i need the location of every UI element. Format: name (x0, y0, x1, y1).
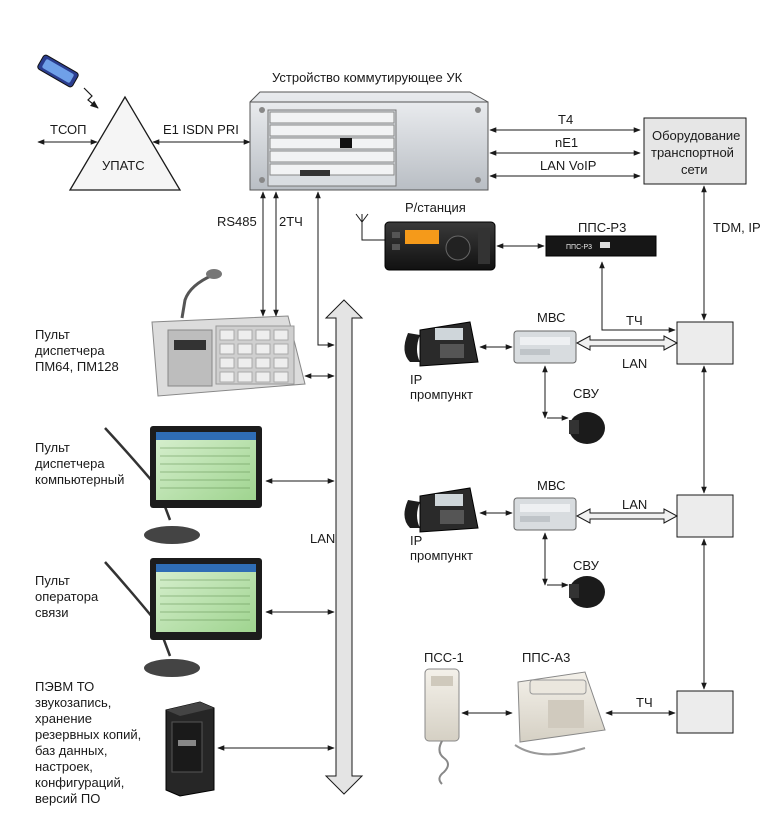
ip-phone-1-image (404, 321, 479, 367)
ip-phone-2-label-b: промпункт (410, 548, 473, 563)
pc-label-7: конфигураций, (35, 775, 124, 790)
mvs-1-image (513, 330, 577, 364)
pps-r3-device-image: ППС-Р3 (545, 235, 657, 257)
pss1-device-image (424, 668, 460, 785)
node-box-1 (676, 321, 734, 365)
transport-label-2: транспортной (651, 145, 734, 160)
transport-network-box (643, 117, 747, 185)
node-box-2 (676, 494, 734, 538)
lan2-link (575, 508, 679, 524)
ip-phone-1-label-a: IP (410, 372, 422, 387)
upats-label: УПАТС (102, 158, 145, 173)
lan-bus-label: LAN (310, 531, 335, 546)
tch3-label: ТЧ (636, 695, 653, 710)
console-pc-label-3: компьютерный (35, 472, 124, 487)
switch-to-lan-link (315, 191, 335, 348)
ip-phone-1-label-b: промпункт (410, 387, 473, 402)
pc-label-2: звукозапись, (35, 695, 111, 710)
ppsr3-tch-link (599, 261, 676, 333)
svu-2-image (569, 576, 605, 608)
tch2-label: 2ТЧ (279, 214, 303, 229)
pc-tower-image (165, 701, 215, 797)
svg-text:ППС-Р3: ППС-Р3 (566, 244, 592, 251)
tdm-ip-label: TDM, IP (713, 220, 761, 235)
mvs-2-image (513, 497, 577, 531)
lan2-label: LAN (622, 497, 647, 512)
console-pc-image (104, 426, 262, 544)
console-pc-label-2: диспетчера (35, 456, 105, 471)
ne1-label: nE1 (555, 135, 578, 150)
console-pm-label-2: диспетчера (35, 343, 105, 358)
console-pm-image (151, 269, 306, 397)
console-pm-label-3: ПМ64, ПМ128 (35, 359, 119, 374)
lan1-link (575, 335, 679, 351)
pc-label-1: ПЭВМ ТО (35, 679, 94, 694)
upats-triangle (68, 95, 182, 191)
console-op-label-3: связи (35, 605, 69, 620)
pps-a3-label: ППС-А3 (522, 650, 570, 665)
mvs2-label: МВС (537, 478, 565, 493)
mobile-phone-icon (37, 54, 79, 88)
transport-label-1: Оборудование (652, 128, 740, 143)
t4-label: Т4 (558, 112, 573, 127)
switch-title: Устройство коммутирующее УК (272, 70, 463, 85)
lan-voip-label: LAN VoIP (540, 158, 596, 173)
rs485-label: RS485 (217, 214, 257, 229)
radio-station-image (384, 221, 496, 271)
e1-isdn-label: E1 ISDN PRI (163, 122, 239, 137)
console-op-label-1: Пульт (35, 573, 70, 588)
ip-phone-2-image (404, 487, 479, 533)
ip-phone-2-label-a: IP (410, 533, 422, 548)
antenna-icon (355, 213, 385, 241)
pc-label-6: настроек, (35, 759, 93, 774)
svu-1-image (569, 412, 605, 444)
pc-label-3: хранение (35, 711, 92, 726)
console-pc-label-1: Пульт (35, 440, 70, 455)
pc-label-4: резервных копий, (35, 727, 141, 742)
tsop-label: ТСОП (50, 122, 87, 137)
tch1-label: ТЧ (626, 313, 643, 328)
lan1-label: LAN (622, 356, 647, 371)
svu1-label: СВУ (573, 386, 600, 401)
pc-label-8: версий ПО (35, 791, 100, 806)
console-pm-label-1: Пульт (35, 327, 70, 342)
console-operator-image (104, 558, 262, 677)
pps-a3-phone-image (514, 671, 606, 756)
pc-label-5: баз данных, (35, 743, 107, 758)
svu2-label: СВУ (573, 558, 600, 573)
radio-station-label: Р/станция (405, 200, 466, 215)
pps-r3-label: ППС-Р3 (578, 220, 626, 235)
wireless-link-icon (83, 87, 99, 109)
mvs1-label: МВС (537, 310, 565, 325)
node-box-3 (676, 690, 734, 734)
lan-bus (324, 299, 364, 795)
transport-label-3: сети (681, 162, 708, 177)
pss1-label: ПСС-1 (424, 650, 464, 665)
console-op-label-2: оператора (35, 589, 99, 604)
switch-rack-image (249, 91, 489, 191)
